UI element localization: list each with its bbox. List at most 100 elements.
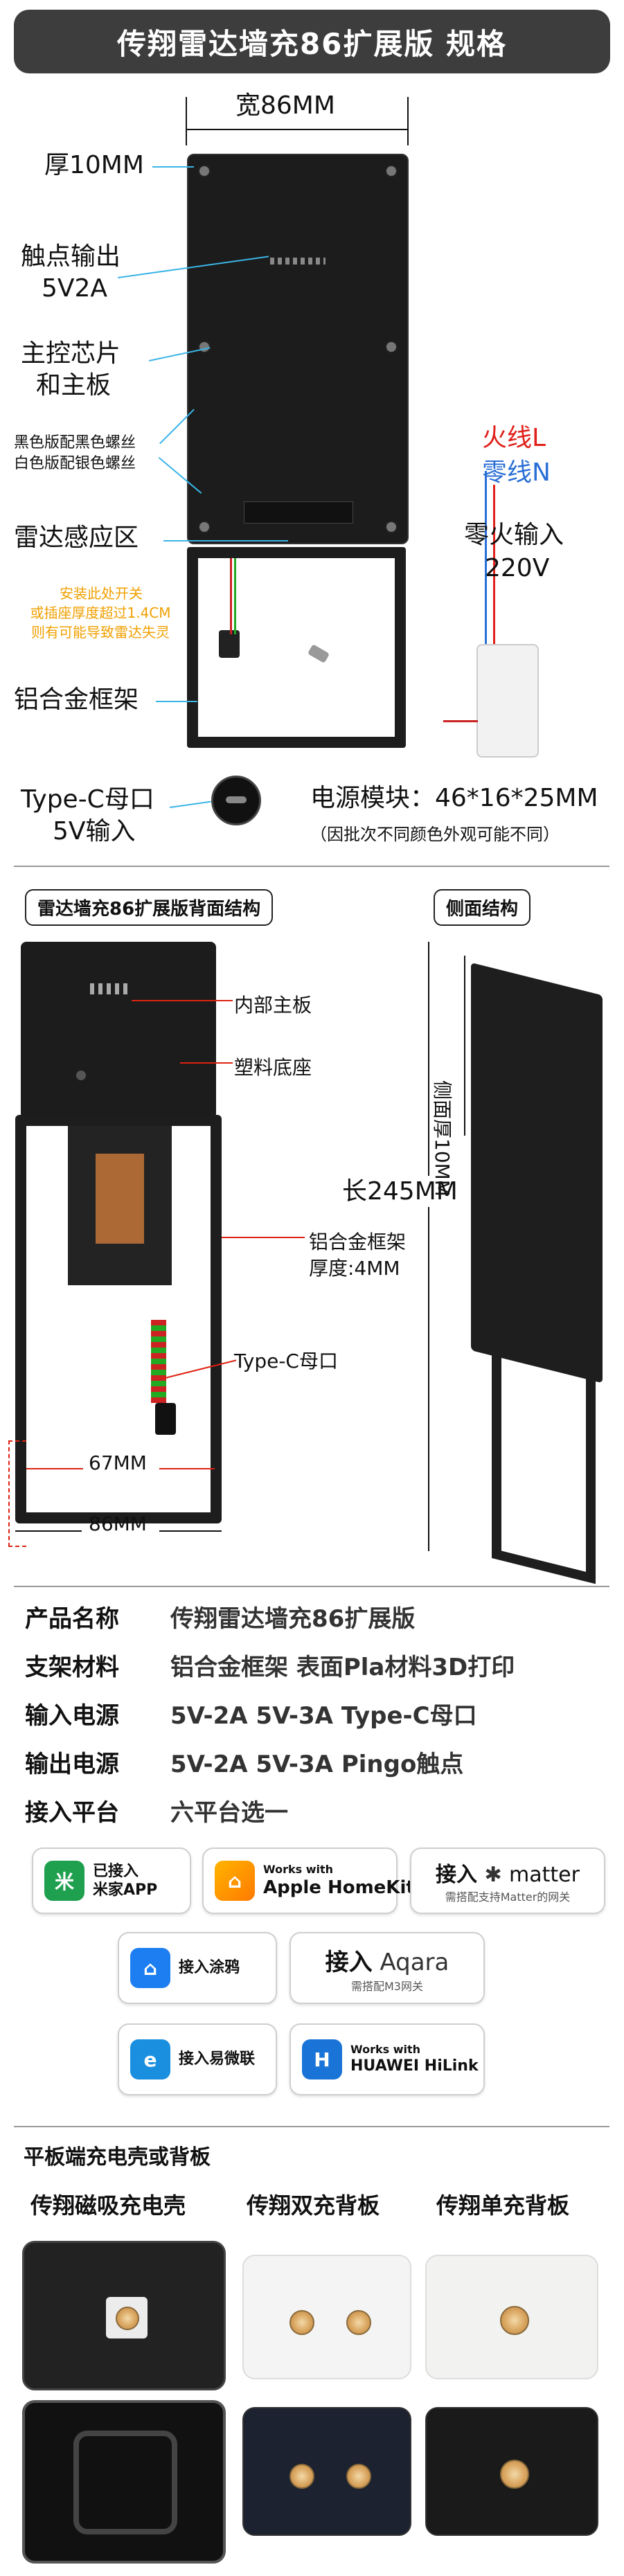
radar-window-icon [244,501,353,524]
device-back-panel [21,942,216,1119]
live-neutral-input-label: 零火输入 [464,521,564,549]
single-backplate-white-image [425,2255,598,2379]
device-side-panel [471,963,603,1384]
aluminum-frame-front [187,547,406,748]
platform-aqara: 接入 Aqara 需搭配M3网关 [289,1932,485,2004]
leader-line-red [222,1237,305,1238]
connector-icon [219,630,240,658]
aluminum-frame-back [15,1115,222,1523]
live-wire-icon [493,485,495,644]
screw-icon [198,521,211,533]
leader-line-red [132,1000,233,1001]
typec-back-label: Type-C母口 [234,1350,338,1372]
mijia-icon: 米 [44,1861,84,1901]
neutral-wire-icon [485,471,487,644]
inner-width-label: 67MM [89,1451,147,1474]
wire-green-icon [234,558,236,634]
plastic-base-label: 塑料底座 [234,1056,312,1079]
single-backplate-black-image [425,2407,598,2536]
voltage-label: 220V [485,554,550,582]
contact-output-value: 5V2A [42,274,108,303]
outer-width-label: 86MM [89,1512,147,1535]
magnetic-case-image [22,2241,226,2390]
radar-label: 雷达感应区 [14,524,139,552]
section-divider [14,1586,609,1587]
typec-value: 5V输入 [53,817,136,846]
width-left-tick [186,97,187,145]
side-heading: 侧面结构 [434,889,531,926]
leader-line [152,166,194,168]
screw-note-black: 黑色版配黑色螺丝 [14,434,136,451]
dual-backplate-white-image [242,2255,411,2379]
live-wire-label: 火线L [482,424,546,452]
spec-row: 产品名称传翔雷达墙充86扩展版 [25,1605,416,1633]
outer-width-line [159,1530,222,1532]
frame-thickness-label: 厚度:4MM [309,1257,400,1280]
side-thickness-label: 侧面厚10MM [431,1080,454,1197]
magnetic-case-tablet-image [22,2400,226,2564]
leader-line-red [180,1062,233,1064]
screw-note-white: 白色版配银色螺丝 [14,455,136,472]
tuya-icon: ⌂ [130,1948,170,1988]
contact-output-label: 触点输出 [21,242,121,271]
platform-matter: 接入 ✱ matter 需搭配支持Matter的网关 [410,1848,605,1914]
pogo-contacts-icon [270,258,326,265]
width-label: 宽86MM [235,91,335,120]
frame-back-label: 铝合金框架 [309,1231,407,1253]
typec-plug-icon [307,644,330,663]
spec-row: 接入平台六平台选一 [25,1799,288,1827]
main-chip-label: 主控芯片 [21,339,121,368]
screw-icon [385,341,398,353]
typec-connector-icon [155,1403,176,1435]
section-divider [14,866,609,867]
hilink-icon: H [302,2039,342,2079]
power-module-icon [476,644,539,758]
width-dimension-line [186,129,409,130]
leader-line [163,540,288,542]
inner-width-line [159,1468,215,1469]
matter-icon: ✱ [484,1863,502,1887]
ewelink-icon: e [130,2039,170,2079]
thickness-label: 厚10MM [44,151,144,179]
screw-icon [198,165,211,177]
cable-bundle-icon [96,1154,144,1244]
screw-icon [385,521,398,533]
accessory-title-magnetic-case: 传翔磁吸充电壳 [30,2192,186,2219]
length-dimension-line [428,942,429,1551]
screw-icon [76,1071,86,1080]
screw-icon [385,165,398,177]
length-label: 长245MM [339,1176,461,1208]
homekit-icon: ⌂ [215,1861,255,1901]
neutral-wire-label: 零线N [482,458,551,487]
section-divider [14,2126,609,2127]
inner-width-line [26,1468,83,1469]
internal-pins-icon [90,983,132,994]
accessories-heading: 平板端充电壳或背板 [24,2145,211,2170]
leader-line [170,800,211,808]
magnetic-ring-icon [73,2431,177,2534]
warning-line-3: 则有可能导致雷达失灵 [31,624,170,641]
warning-line-1: 安装此处开关 [60,585,143,602]
back-heading: 雷达墙充86扩展版背面结构 [25,889,274,926]
frame-label: 铝合金框架 [14,686,139,714]
power-module-label: 电源模块：46*16*25MM [310,784,598,812]
device-front-panel [187,154,409,544]
accessory-title-single-backplate: 传翔单充背板 [436,2192,570,2219]
typec-label: Type-C母口 [21,785,154,814]
wire-icon [151,1320,166,1403]
side-frame [492,1330,596,1584]
wire-red-icon [230,558,232,634]
charging-pad-icon [106,2297,148,2338]
spec-row: 支架材料铝合金框架 表面Pla材料3D打印 [25,1654,515,1681]
platform-tuya: ⌂ 接入涂鸦 [118,1932,277,2004]
width-right-tick [407,97,409,145]
outer-width-line [15,1530,82,1532]
typec-port-icon [211,776,261,825]
page-title: 传翔雷达墙充86扩展版 规格 [14,10,610,73]
main-board-label: 和主板 [36,371,112,400]
platform-ewelink: e 接入易微联 [118,2023,277,2095]
outer-width-bracket [8,1440,26,1547]
